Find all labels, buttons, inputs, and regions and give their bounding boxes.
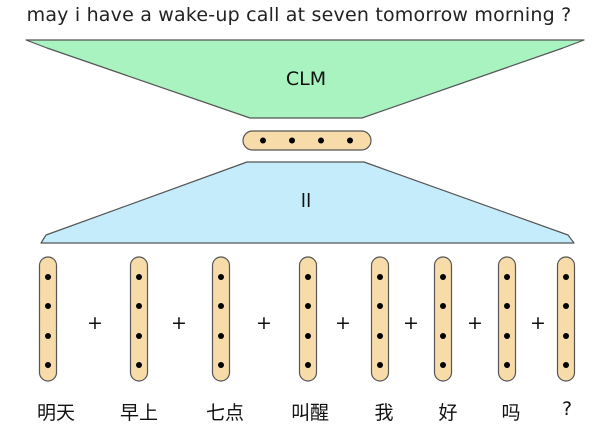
token-vector-dot bbox=[305, 362, 311, 368]
token-vector-dot bbox=[440, 303, 446, 309]
token-vectors bbox=[38, 256, 576, 382]
token-vector-dot bbox=[45, 274, 51, 280]
token-vector-dot bbox=[218, 303, 224, 309]
token-vector-dot bbox=[563, 303, 569, 309]
context-vector-dot bbox=[347, 137, 353, 144]
token-vector-dot bbox=[136, 303, 142, 309]
context-vector-dot bbox=[260, 137, 266, 144]
context-vector bbox=[242, 130, 372, 151]
token-vector-dot bbox=[377, 303, 383, 309]
encoder-block bbox=[40, 161, 575, 244]
token-vector bbox=[211, 256, 231, 382]
token-label: 叫醒 bbox=[290, 402, 329, 424]
token-vector-dot bbox=[136, 362, 142, 368]
token-vector-dot bbox=[305, 274, 311, 280]
token-label: 我 bbox=[374, 402, 394, 424]
token-vector bbox=[38, 256, 58, 382]
plus-sign: + bbox=[171, 312, 187, 334]
token-vector-dot bbox=[504, 274, 510, 280]
context-vector-dot bbox=[289, 137, 295, 144]
token-vector-dot bbox=[45, 333, 51, 339]
context-vector-dot bbox=[318, 137, 324, 144]
plus-sign: + bbox=[467, 312, 483, 334]
token-label: 七点 bbox=[205, 402, 244, 424]
token-vector-dot bbox=[440, 333, 446, 339]
token-vector bbox=[129, 256, 149, 382]
plus-sign: + bbox=[403, 312, 419, 334]
token-vector-dot bbox=[136, 333, 142, 339]
token-vector-dot bbox=[440, 274, 446, 280]
token-vector bbox=[433, 256, 453, 382]
plus-sign: + bbox=[87, 312, 103, 334]
token-vector-dot bbox=[305, 333, 311, 339]
token-vector bbox=[370, 256, 390, 382]
token-vector-dot bbox=[377, 274, 383, 280]
encoder-label: ll bbox=[300, 190, 312, 212]
output-sentence: may i have a wake-up call at seven tomor… bbox=[26, 4, 572, 26]
token-vector-dot bbox=[218, 274, 224, 280]
token-vector-dot bbox=[305, 303, 311, 309]
token-label: 早上 bbox=[119, 402, 158, 424]
token-vector bbox=[556, 256, 576, 382]
token-vector-dot bbox=[563, 274, 569, 280]
token-vector-dot bbox=[504, 303, 510, 309]
token-vector-dot bbox=[218, 333, 224, 339]
token-vector-dot bbox=[45, 303, 51, 309]
token-vector-dot bbox=[563, 362, 569, 368]
plus-sign: + bbox=[530, 312, 546, 334]
token-label: 好 bbox=[438, 402, 458, 424]
token-label: 吗 bbox=[501, 402, 521, 424]
decoder-block bbox=[25, 39, 585, 119]
token-label: 明天 bbox=[36, 402, 75, 424]
token-vector-dot bbox=[377, 333, 383, 339]
token-vector-dot bbox=[218, 362, 224, 368]
token-vector-dot bbox=[440, 362, 446, 368]
token-vector-dot bbox=[136, 274, 142, 280]
token-vector-dot bbox=[563, 333, 569, 339]
plus-sign: + bbox=[256, 312, 272, 334]
token-vector-dot bbox=[504, 333, 510, 339]
decoder-label: CLM bbox=[285, 68, 327, 90]
token-label: ? bbox=[561, 398, 573, 420]
token-vector bbox=[497, 256, 517, 382]
token-vector-dot bbox=[504, 362, 510, 368]
token-vector-dot bbox=[45, 362, 51, 368]
plus-sign: + bbox=[335, 312, 351, 334]
token-vector bbox=[298, 256, 318, 382]
token-vector-dot bbox=[377, 362, 383, 368]
